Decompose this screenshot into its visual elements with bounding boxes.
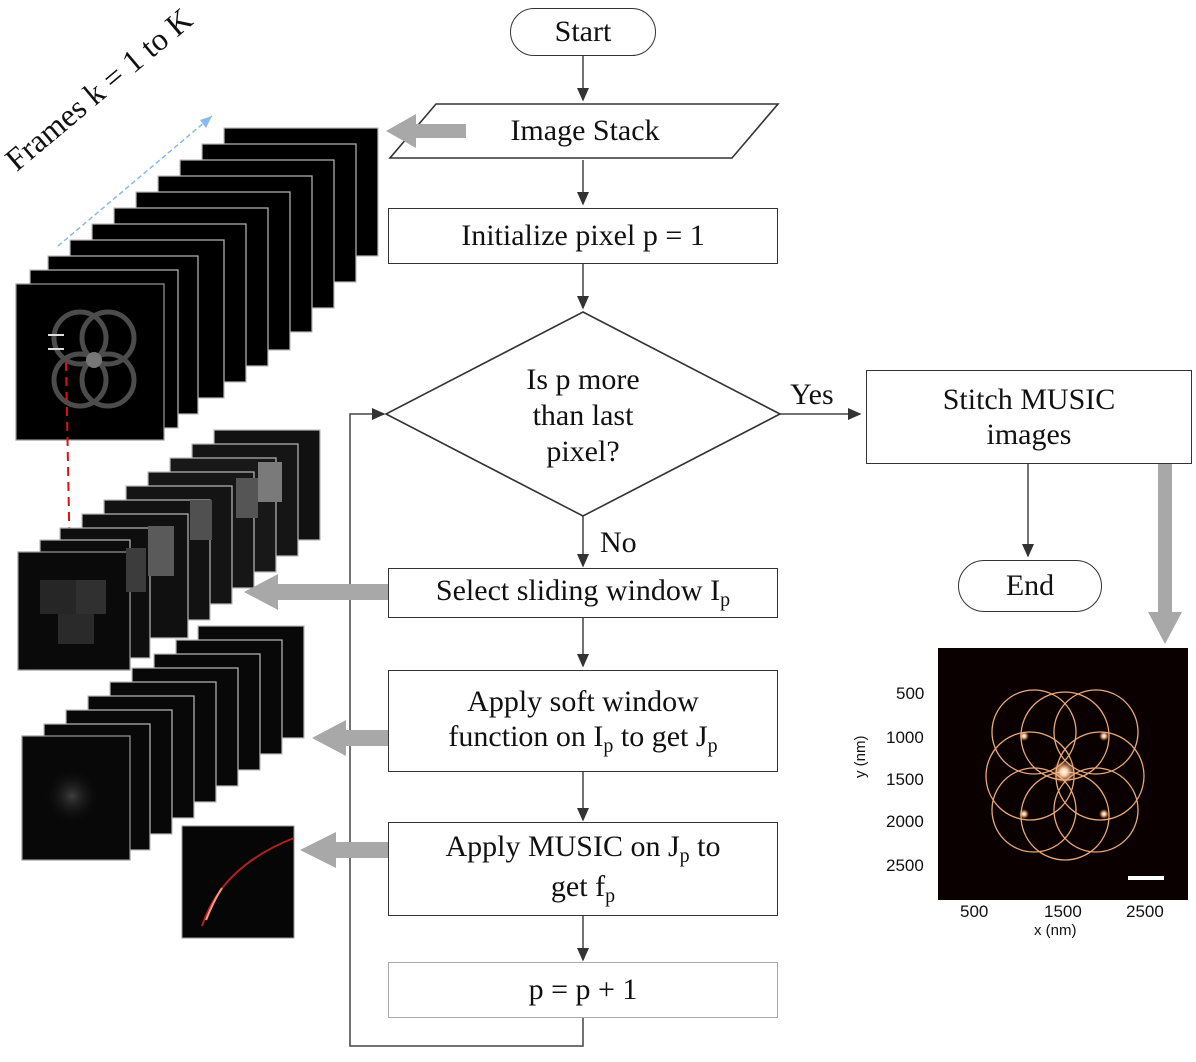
no-label: No bbox=[600, 526, 637, 559]
soft-window-line-2: function on Ip to get Jp bbox=[448, 719, 717, 759]
select-window-box: Select sliding window Ip bbox=[388, 568, 778, 618]
increment-box: p = p + 1 bbox=[388, 962, 778, 1018]
plot-center-spot bbox=[1052, 760, 1076, 784]
music-b: to bbox=[689, 830, 721, 864]
music-output-thumbnail bbox=[181, 825, 295, 939]
decision-line-2: than last bbox=[532, 399, 634, 432]
music-c: get f bbox=[550, 870, 606, 903]
increment-label: p = p + 1 bbox=[528, 973, 638, 1007]
select-window-label: Select sliding window Ip bbox=[436, 573, 730, 613]
soft-window-a-sub: p bbox=[603, 734, 614, 757]
plot-bright-spots bbox=[1019, 731, 1109, 819]
decision-line-3: pixel? bbox=[546, 435, 620, 468]
plot-ytick-3: 1500 bbox=[886, 770, 924, 789]
soft-window-box: Apply soft window function on Ip to get … bbox=[388, 670, 778, 772]
music-a-sub: p bbox=[679, 845, 690, 868]
plot-xtick-2: 1500 bbox=[1044, 902, 1082, 921]
gray-block-arrows bbox=[244, 114, 1182, 868]
stitch-line-1: Stitch MUSIC bbox=[942, 382, 1116, 416]
start-label: Start bbox=[554, 15, 612, 49]
music-line-1: Apply MUSIC on Jp to bbox=[445, 829, 720, 869]
music-c-sub: p bbox=[605, 885, 616, 907]
image-stack-label: Image Stack bbox=[430, 104, 740, 158]
stitch-box: Stitch MUSIC images bbox=[866, 370, 1192, 464]
plot-ytick-2: 1000 bbox=[886, 728, 924, 747]
soft-window-stack bbox=[21, 625, 305, 861]
decision-line-1: Is p more bbox=[526, 363, 640, 396]
soft-window-a: function on I bbox=[448, 719, 604, 753]
music-box: Apply MUSIC on Jp to get fp bbox=[388, 822, 778, 916]
music-a: Apply MUSIC on J bbox=[445, 830, 680, 864]
plot-ytick-1: 500 bbox=[896, 684, 925, 703]
select-window-text: Select sliding window I bbox=[435, 574, 721, 608]
end-terminal: End bbox=[958, 560, 1102, 612]
image-stack-text: Image Stack bbox=[510, 114, 660, 147]
frames-axis-arrowhead bbox=[200, 116, 212, 128]
soft-window-b-sub: p bbox=[707, 734, 718, 757]
sliding-window-stack bbox=[17, 429, 321, 671]
soft-window-b: to get J bbox=[613, 719, 708, 753]
stitch-line-2: images bbox=[986, 418, 1072, 451]
frame-stack bbox=[15, 127, 379, 441]
select-window-sub: p bbox=[720, 589, 731, 612]
plot-ytick-4: 2000 bbox=[886, 812, 924, 831]
scale-bar bbox=[1128, 876, 1164, 880]
music-line-2: get fp bbox=[551, 869, 615, 909]
start-terminal: Start bbox=[510, 8, 656, 56]
plot-xtick-3: 2500 bbox=[1126, 902, 1164, 921]
plot-ylabel: y (nm) bbox=[852, 735, 869, 779]
plot-ytick-5: 2500 bbox=[886, 856, 924, 875]
init-pixel-box: Initialize pixel p = 1 bbox=[388, 208, 778, 264]
init-pixel-label: Initialize pixel p = 1 bbox=[461, 219, 705, 253]
decision-diamond bbox=[384, 311, 782, 517]
frames-axis-arrow bbox=[57, 115, 213, 247]
plot-xtick-1: 500 bbox=[960, 902, 989, 921]
plot-xlabel: x (nm) bbox=[1034, 922, 1077, 939]
decision-label: Is p more than last pixel? bbox=[470, 354, 696, 478]
soft-window-line-1: Apply soft window bbox=[467, 684, 699, 718]
yes-label: Yes bbox=[790, 378, 834, 411]
end-label: End bbox=[1005, 569, 1055, 603]
